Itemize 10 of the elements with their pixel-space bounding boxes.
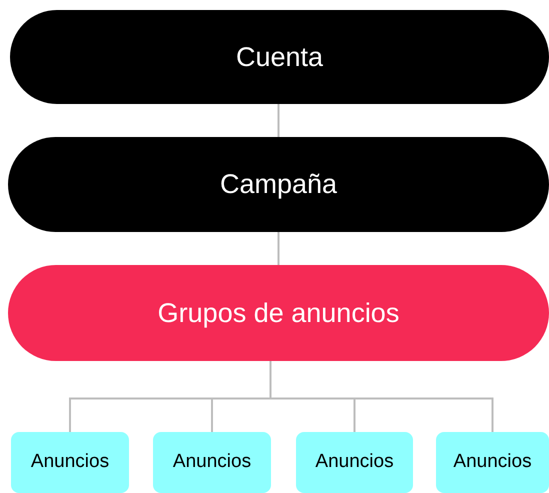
level-pill: Grupos de anuncios: [8, 265, 549, 361]
ad-box: Anuncios: [296, 432, 413, 493]
ad-box: Anuncios: [153, 432, 271, 493]
level-pill: Campaña: [8, 137, 549, 232]
connector-line: [278, 104, 280, 137]
ad-box: Anuncios: [436, 432, 549, 493]
level-pill: Cuenta: [10, 10, 549, 104]
connector-line: [278, 232, 280, 265]
connector-line: [270, 361, 494, 432]
ad-box: Anuncios: [11, 432, 129, 493]
